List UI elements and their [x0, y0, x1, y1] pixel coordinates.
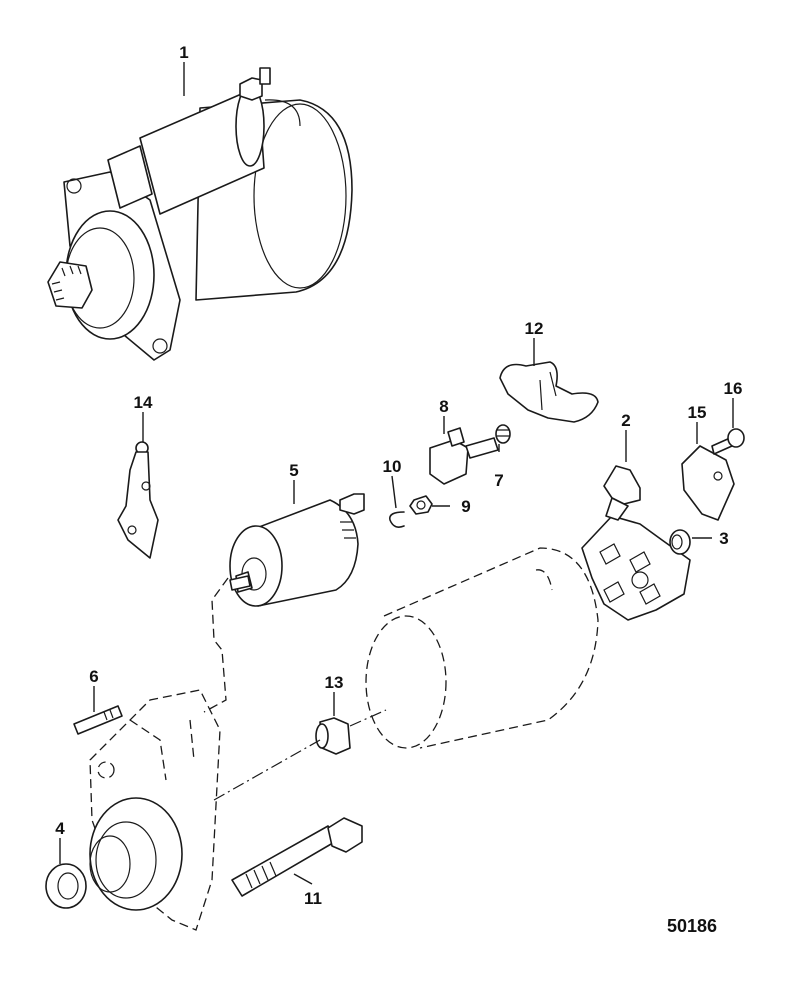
- callout-16: 16: [724, 379, 743, 398]
- drive-end-nose: [89, 797, 183, 911]
- callout-4: 4: [55, 819, 65, 838]
- callout-14: 14: [134, 393, 153, 412]
- callout-6: 6: [89, 667, 98, 686]
- figure-number: 50186: [667, 916, 717, 936]
- retaining-clip: [388, 511, 405, 528]
- callout-8: 8: [439, 397, 448, 416]
- terminal-block: [429, 427, 499, 485]
- yoke-housing-outline: [365, 547, 599, 749]
- callout-1: 1: [179, 43, 188, 62]
- end-cover-bracket: [499, 361, 599, 423]
- assembly-centerlines: [203, 577, 387, 801]
- bracket-plate: [603, 465, 641, 521]
- cap-screw: [711, 428, 745, 455]
- callout-7: 7: [494, 471, 503, 490]
- hex-nut: [409, 495, 433, 515]
- long-through-bolt: [231, 817, 363, 897]
- seal-ring: [45, 863, 87, 909]
- shift-fork-lever: [117, 441, 159, 559]
- bushing: [669, 529, 691, 555]
- callout-2: 2: [621, 411, 630, 430]
- callout-3: 3: [719, 529, 728, 548]
- drive-end-housing-outline: [89, 689, 221, 931]
- starter-motor-assembly: [47, 67, 353, 361]
- callout-15: 15: [688, 403, 707, 422]
- callout-11: 11: [304, 889, 322, 908]
- insulating-sleeve: [495, 424, 511, 444]
- brush-plate: [581, 515, 691, 621]
- through-bolt: [73, 705, 123, 735]
- callout-9: 9: [461, 497, 470, 516]
- armature-bushing: [315, 717, 351, 755]
- end-cap: [681, 445, 735, 521]
- solenoid-switch: [229, 493, 365, 607]
- callout-13: 13: [325, 673, 344, 692]
- callout-10: 10: [383, 457, 402, 476]
- leader-lines: [59, 62, 734, 885]
- callout-5: 5: [289, 461, 298, 480]
- callout-12: 12: [525, 319, 544, 338]
